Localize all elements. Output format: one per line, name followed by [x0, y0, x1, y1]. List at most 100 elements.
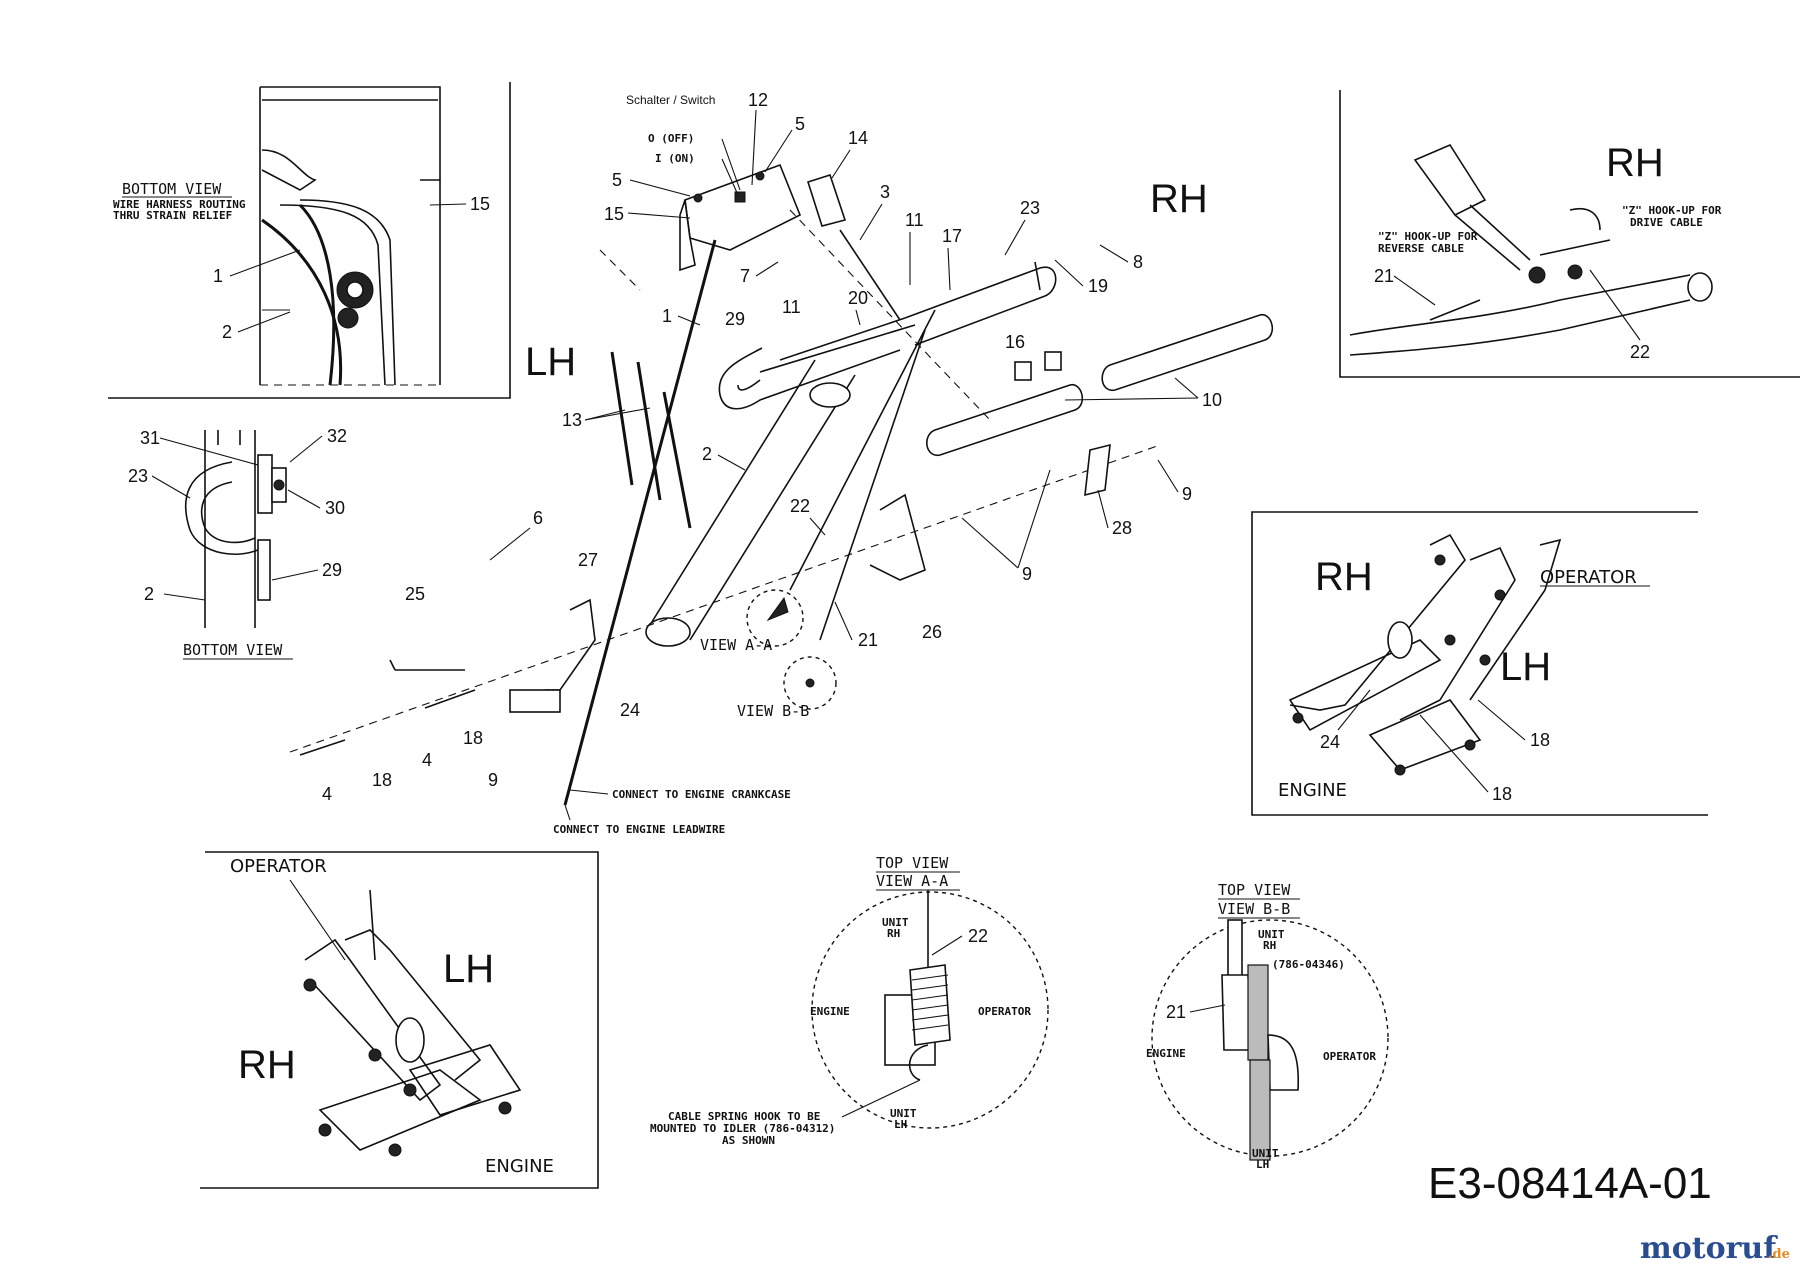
callout-29-inset: 29: [322, 560, 342, 580]
unit-rh-bb-1: UNIT: [1258, 928, 1285, 941]
inset-operator-right: RH LH OPERATOR ENGINE 24 18 18: [1251, 511, 1708, 816]
callout-23-inset: 23: [128, 466, 148, 486]
engine-aa-label: ENGINE: [810, 1005, 850, 1018]
callout-2-bracket: 2: [144, 584, 154, 604]
callout-18-b: 18: [372, 770, 392, 790]
switch-label: Schalter / Switch: [626, 93, 715, 107]
main-exploded-view: Schalter / Switch O (OFF) I (ON): [289, 90, 1274, 836]
rh-side-label-main: RH: [1150, 177, 1208, 221]
top-view-bb: TOP VIEW VIEW B-B UNIT RH UNIT LH ENGINE…: [1146, 881, 1389, 1171]
lh-side-label-operator-right: LH: [1500, 645, 1551, 689]
callout-21-inset: 21: [1374, 266, 1394, 286]
callout-2-main: 2: [702, 444, 712, 464]
operator-aa-label: OPERATOR: [978, 1005, 1031, 1018]
callout-9-right: 9: [1182, 484, 1192, 504]
callout-25: 25: [405, 584, 425, 604]
z-drive-note-1: "Z" HOOK-UP FOR: [1622, 204, 1722, 217]
rh-side-label-inset: RH: [1606, 141, 1664, 185]
callout-6: 6: [533, 508, 543, 528]
callout-18-main: 18: [463, 728, 483, 748]
callout-23-main: 23: [1020, 198, 1040, 218]
z-reverse-note-2: REVERSE CABLE: [1378, 242, 1464, 255]
inset-operator-left: OPERATOR RH LH ENGINE: [200, 851, 599, 1189]
top-view-bb-title: TOP VIEW: [1218, 881, 1291, 899]
unit-lh-aa-1: UNIT: [890, 1107, 917, 1120]
callout-31: 31: [140, 428, 160, 448]
callout-28: 28: [1112, 518, 1132, 538]
callout-9-low: 9: [488, 770, 498, 790]
callout-7: 7: [740, 266, 750, 286]
callout-4-b: 4: [322, 784, 332, 804]
inset-bottom-view-bracket: 31 23 32 30 29 2 BOTTOM VIEW: [128, 426, 347, 660]
callout-24-main: 24: [620, 700, 640, 720]
spring-hook-note-2: MOUNTED TO IDLER (786-04312): [650, 1122, 835, 1135]
unit-rh-aa-1: UNIT: [882, 916, 909, 929]
diagram-code: E3-08414A-01: [1428, 1159, 1712, 1208]
callout-1-main: 1: [662, 306, 672, 326]
callout-3: 3: [880, 182, 890, 202]
top-view-aa-sub: VIEW A-A: [876, 872, 948, 890]
callout-26: 26: [922, 622, 942, 642]
wire-routing-note-2: THRU STRAIN RELIEF: [113, 209, 232, 222]
top-view-bb-sub: VIEW B-B: [1218, 900, 1290, 918]
callout-22-aa: 22: [968, 926, 988, 946]
z-reverse-note-1: "Z" HOOK-UP FOR: [1378, 230, 1478, 243]
top-view-aa: TOP VIEW VIEW A-A UNIT RH UNIT LH ENGINE…: [650, 854, 1049, 1147]
callout-11-top: 11: [905, 210, 924, 230]
bottom-view-title: BOTTOM VIEW: [122, 180, 222, 198]
brand-logo: motoruf .de: [1640, 1231, 1790, 1266]
callout-1-inset: 1: [213, 266, 223, 286]
callout-20: 20: [848, 288, 868, 308]
view-bb-label: VIEW B-B: [737, 702, 809, 720]
view-aa-label: VIEW A-A: [700, 636, 772, 654]
operator-label-left: OPERATOR: [230, 856, 327, 877]
callout-18-inset-a: 18: [1530, 730, 1550, 750]
callout-16: 16: [1005, 332, 1025, 352]
callout-32: 32: [327, 426, 347, 446]
lh-side-label-operator-left: LH: [443, 947, 494, 991]
callout-2-inset: 2: [222, 322, 232, 342]
callout-19: 19: [1088, 276, 1108, 296]
spring-hook-note-1: CABLE SPRING HOOK TO BE: [668, 1110, 820, 1123]
engine-bb-label: ENGINE: [1146, 1047, 1186, 1060]
unit-lh-bb-1: UNIT: [1252, 1147, 1279, 1160]
callout-21-main: 21: [858, 630, 878, 650]
part-786-04346: (786-04346): [1272, 958, 1345, 971]
rh-side-label-operator-left: RH: [238, 1043, 296, 1087]
callout-14: 14: [848, 128, 868, 148]
callout-4-a: 4: [422, 750, 432, 770]
callout-8: 8: [1133, 252, 1143, 272]
switch-on-label: I (ON): [655, 152, 695, 165]
callout-11-mid: 11: [782, 297, 801, 317]
callout-30: 30: [325, 498, 345, 518]
callout-24-inset: 24: [1320, 732, 1340, 752]
unit-lh-bb-2: LH: [1256, 1158, 1269, 1171]
callout-17: 17: [942, 226, 962, 246]
callout-13: 13: [562, 410, 582, 430]
operator-label-right: OPERATOR: [1540, 567, 1637, 588]
callout-22-inset: 22: [1630, 342, 1650, 362]
callout-12: 12: [748, 90, 768, 110]
callout-9-mid: 9: [1022, 564, 1032, 584]
callout-18-inset-b: 18: [1492, 784, 1512, 804]
operator-bb-label: OPERATOR: [1323, 1050, 1376, 1063]
lh-side-label-main: LH: [525, 340, 576, 384]
connect-crankcase-label: CONNECT TO ENGINE CRANKCASE: [612, 788, 791, 801]
connect-leadwire-label: CONNECT TO ENGINE LEADWIRE: [553, 823, 725, 836]
inset-bottom-view-harness: BOTTOM VIEW WIRE HARNESS ROUTING THRU ST…: [108, 82, 511, 399]
brand-name: motoruf: [1640, 1231, 1778, 1266]
wire-routing-note-1: WIRE HARNESS ROUTING: [113, 198, 246, 211]
callout-15-inset: 15: [470, 194, 490, 214]
inset-z-hookup: RH "Z" HOOK-UP FOR DRIVE CABLE "Z" HOOK-…: [1339, 90, 1800, 378]
callout-15-main: 15: [604, 204, 624, 224]
unit-lh-aa-2: LH: [894, 1118, 907, 1131]
unit-rh-aa-2: RH: [887, 927, 900, 940]
callout-5-top: 5: [795, 114, 805, 134]
switch-off-label: O (OFF): [648, 132, 694, 145]
callout-27: 27: [578, 550, 598, 570]
callout-10: 10: [1202, 390, 1222, 410]
callout-29-main: 29: [725, 309, 745, 329]
z-drive-note-2: DRIVE CABLE: [1630, 216, 1703, 229]
rh-side-label-operator-right: RH: [1315, 555, 1373, 599]
